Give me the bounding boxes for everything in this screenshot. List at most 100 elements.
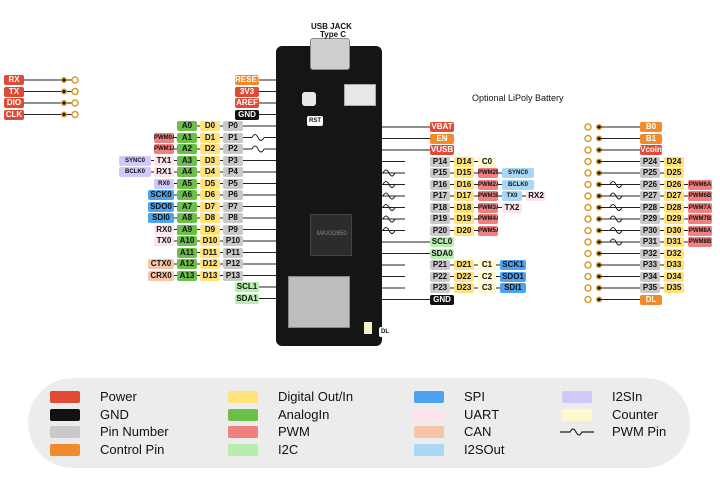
pin-label-analog: A12 bbox=[177, 259, 197, 269]
pin-label-pin: P22 bbox=[430, 271, 450, 282]
dl-label: DL bbox=[379, 327, 391, 337]
pin-label-digital: D25 bbox=[664, 168, 684, 178]
pin-label-digital: D26 bbox=[664, 179, 684, 190]
pin-label-i2sin: RX0 bbox=[154, 178, 174, 189]
pin-label-spi: SDO1 bbox=[500, 271, 526, 282]
pin-label-analog: A5 bbox=[177, 178, 197, 189]
legend-label: PWM bbox=[278, 424, 310, 439]
pin-label-spi: SDI1 bbox=[500, 283, 526, 293]
pin-label-pin: P12 bbox=[223, 259, 243, 269]
pin-label-digital: D16 bbox=[454, 179, 474, 190]
pin-label-gnd: GND bbox=[430, 294, 454, 305]
pin-label-pin: P1 bbox=[223, 132, 243, 143]
pin-label-spi: SDI0 bbox=[148, 213, 174, 223]
pin-label-analog: A7 bbox=[177, 201, 197, 212]
pin-label-counter: C1 bbox=[478, 260, 496, 270]
pin-label-control: EN bbox=[430, 133, 454, 144]
pin-label-analog: A4 bbox=[177, 167, 197, 177]
pin-label-digital: D28 bbox=[664, 202, 684, 213]
pin-label-pin: P20 bbox=[430, 225, 450, 236]
pin-label-counter: C3 bbox=[478, 283, 496, 293]
pin-label-digital: D9 bbox=[200, 224, 220, 235]
pin-label-pin: P32 bbox=[640, 248, 660, 259]
pin-label-pin: P0 bbox=[223, 121, 243, 131]
pin-hole bbox=[71, 76, 79, 84]
pin-label-pin: P26 bbox=[640, 179, 660, 190]
legend-label: I2C bbox=[278, 441, 299, 457]
pin-label-pin: P31 bbox=[640, 237, 660, 247]
pin-hole bbox=[60, 76, 68, 84]
pin-label-uart: RX2 bbox=[526, 191, 546, 201]
legend-label: Counter bbox=[612, 406, 659, 422]
pin-label-power: DIO bbox=[4, 98, 24, 108]
pin-label-pin: P28 bbox=[640, 202, 660, 213]
pin-label-pin: P7 bbox=[223, 201, 243, 212]
legend-swatch-i2c bbox=[228, 443, 258, 456]
pin-label-i2c: SCL0 bbox=[430, 237, 454, 247]
pin-label-spi: SCK0 bbox=[148, 190, 174, 200]
pin-label-digital: D32 bbox=[664, 248, 684, 259]
pin-label-digital: D31 bbox=[664, 237, 684, 247]
pin-label-pin: P21 bbox=[430, 260, 450, 270]
pin-label-pin: P11 bbox=[223, 247, 243, 258]
pin-hole bbox=[584, 272, 592, 281]
pwm-pin-mark bbox=[382, 192, 396, 200]
legend-swatch-i2sin bbox=[562, 391, 592, 403]
pin-label-i2sin: BCLK0 bbox=[119, 167, 151, 177]
pin-label-uart: TX0 bbox=[154, 236, 174, 246]
legend-label: Power bbox=[100, 389, 137, 404]
pin-label-i2c: SCL1 bbox=[235, 282, 259, 292]
pin-label-pin: P27 bbox=[640, 191, 660, 201]
legend-label: CAN bbox=[464, 424, 492, 439]
pin-label-gnd: GND bbox=[235, 109, 259, 120]
pin-label-i2sout: BCLK0 bbox=[502, 179, 534, 190]
reset-button bbox=[302, 92, 316, 106]
legend-swatch-i2sout bbox=[414, 443, 444, 456]
pwm-pin-mark bbox=[609, 192, 623, 200]
pin-label-digital: D8 bbox=[200, 213, 220, 223]
pin-label-pin: P33 bbox=[640, 260, 660, 270]
pin-label-i2sout: SYNC0 bbox=[502, 168, 534, 178]
pwm-pin-mark bbox=[382, 204, 396, 211]
pin-label-control: DL bbox=[640, 294, 662, 305]
pwm-pin-icon bbox=[560, 428, 594, 436]
usb-type-label: Type C bbox=[320, 30, 347, 39]
usb-jack-label: USB JACK bbox=[311, 22, 352, 31]
pin-hole bbox=[584, 295, 592, 304]
pwm-pin-mark bbox=[609, 215, 623, 223]
pin-label-pin: P35 bbox=[640, 283, 660, 293]
pin-label-power: CLK bbox=[4, 109, 24, 120]
pin-label-power: 3V3 bbox=[235, 86, 259, 97]
pin-label-pin: P8 bbox=[223, 213, 243, 223]
pin-label-analog: A13 bbox=[177, 270, 197, 281]
pin-hole bbox=[71, 99, 79, 107]
pin-hole bbox=[71, 87, 79, 96]
pin-label-i2c: SDA1 bbox=[235, 293, 259, 304]
rst-label: RST bbox=[307, 116, 323, 126]
pin-label-digital: D23 bbox=[454, 283, 474, 293]
pin-label-power: VBAT bbox=[430, 122, 454, 132]
pin-label-pwm: PWM3B bbox=[478, 191, 498, 201]
pin-label-digital: D6 bbox=[200, 190, 220, 200]
legend-swatch-pwm bbox=[228, 426, 258, 438]
pin-label-pwm: PWM4A bbox=[478, 214, 498, 224]
pin-label-digital: D12 bbox=[200, 259, 220, 269]
pin-label-uart: RX0 bbox=[154, 224, 174, 235]
pin-hole bbox=[584, 123, 592, 131]
pin-label-counter: C2 bbox=[478, 271, 496, 282]
pwm-pin-mark bbox=[382, 215, 396, 223]
pin-hole bbox=[584, 284, 592, 292]
legend-swatch-digital bbox=[228, 391, 258, 403]
pin-label-digital: D35 bbox=[664, 283, 684, 293]
pin-label-digital: D19 bbox=[454, 214, 474, 224]
legend-swatch-uart bbox=[414, 408, 444, 421]
pin-hole bbox=[584, 215, 592, 223]
pin-label-analog: A0 bbox=[177, 121, 197, 131]
pin-label-power: AREF bbox=[235, 98, 259, 108]
pin-label-digital: D0 bbox=[200, 121, 220, 131]
legend-swatch-can bbox=[414, 426, 444, 438]
pin-label-digital: D1 bbox=[200, 132, 220, 143]
